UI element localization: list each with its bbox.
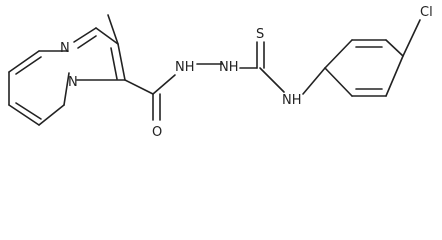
atom-label-sulfur: S [256, 27, 264, 42]
atom-labels: N N O NH NH S NH Cl [60, 5, 433, 138]
bond-double [77, 35, 97, 49]
bond [73, 27, 97, 43]
bond-double-inner [15, 102, 42, 120]
bond [324, 39, 353, 69]
bond [385, 39, 404, 57]
chemical-structure-diagram: N N O NH NH S NH Cl [8, 5, 433, 138]
bond-double-inner [15, 56, 42, 75]
bond-double [110, 47, 118, 80]
atom-label-n-bridge: N [68, 75, 78, 90]
atom-label-oxygen: O [152, 125, 162, 138]
chlorophenyl-ring [324, 19, 421, 97]
bond [152, 74, 176, 95]
atom-label-nh-1: NH [175, 60, 195, 75]
methyl-bond [107, 14, 119, 45]
chloro-bond [402, 19, 421, 57]
bond [259, 67, 285, 93]
atom-label-n-ring: N [60, 41, 70, 56]
bond [324, 67, 353, 97]
side-chain [107, 14, 326, 121]
bond [302, 67, 326, 95]
bond [63, 72, 70, 106]
imidazole-ring [73, 27, 126, 81]
bond [124, 79, 154, 95]
bond [38, 104, 65, 126]
pyridine-ring [8, 50, 70, 126]
atom-label-nh-3: NH [282, 93, 302, 108]
bond [8, 50, 40, 73]
bond [385, 55, 404, 97]
bond [117, 43, 126, 81]
bond [95, 27, 119, 45]
atom-label-chlorine: Cl [420, 5, 433, 20]
atom-label-nh-2: NH [219, 60, 239, 75]
bond [8, 104, 40, 126]
